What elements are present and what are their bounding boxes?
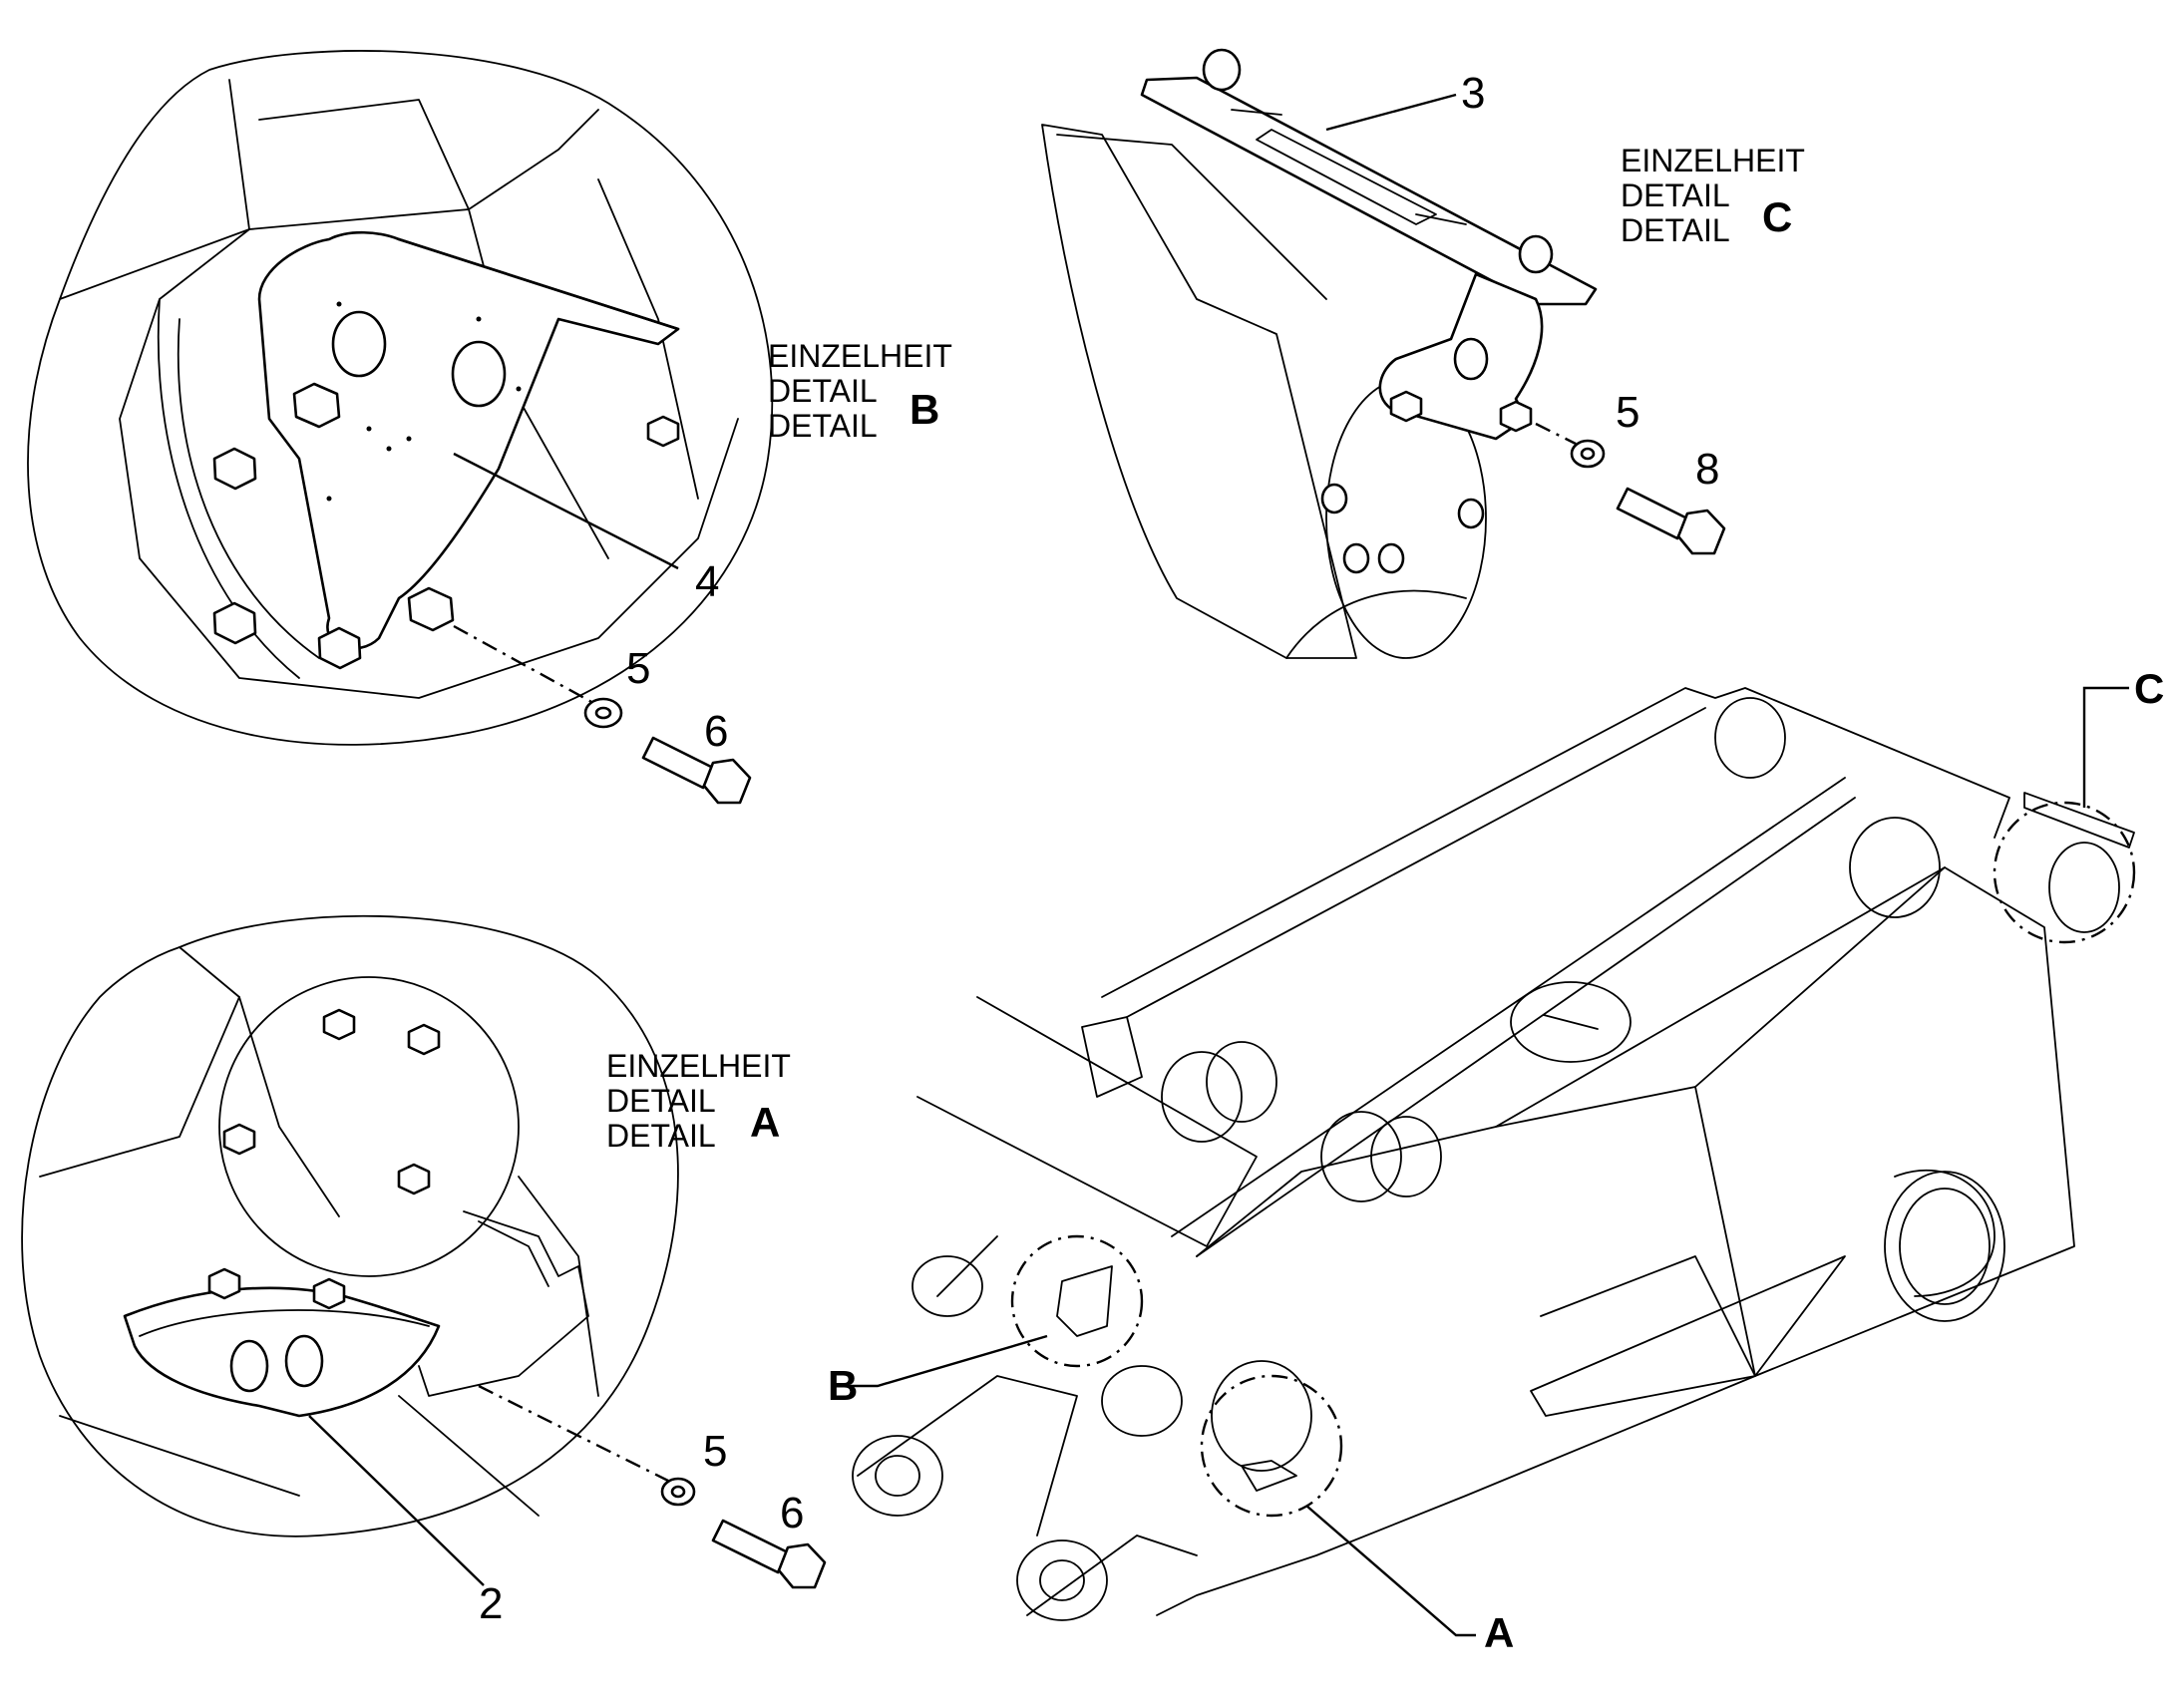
detail-b-letter: B bbox=[909, 386, 939, 433]
overview-callout-circle-b bbox=[1010, 1234, 1144, 1368]
detail-a-part-6: 6 bbox=[780, 1489, 804, 1537]
detail-b-detail-2: DETAIL bbox=[768, 408, 878, 444]
detail-c-detail-1: DETAIL bbox=[1621, 177, 1730, 213]
overview-callout-c: C bbox=[2134, 665, 2164, 712]
detail-b-part-4: 4 bbox=[695, 557, 719, 606]
detail-b-detail-1: DETAIL bbox=[768, 373, 878, 409]
detail-a-detail-1: DETAIL bbox=[606, 1083, 716, 1119]
overview-callout-circle-c bbox=[1993, 801, 2136, 944]
overview-callout-a: A bbox=[1484, 1609, 1514, 1656]
detail-c-letter: C bbox=[1762, 193, 1792, 240]
detail-a-detail-2: DETAIL bbox=[606, 1118, 716, 1154]
detail-b-part-6: 6 bbox=[704, 707, 728, 756]
detail-a-part-2: 2 bbox=[479, 1579, 503, 1628]
overview-boom bbox=[848, 686, 2136, 1637]
detail-c-detail-2: DETAIL bbox=[1621, 212, 1730, 248]
detail-a-view bbox=[21, 914, 827, 1589]
detail-a-part-5: 5 bbox=[703, 1427, 727, 1476]
detail-c-part-3: 3 bbox=[1461, 69, 1485, 118]
detail-b-part-5: 5 bbox=[626, 644, 650, 693]
overview-callout-b: B bbox=[828, 1362, 858, 1409]
detail-c-view bbox=[1041, 48, 1726, 659]
detail-c-part-5: 5 bbox=[1616, 388, 1639, 437]
detail-c-part-8: 8 bbox=[1695, 445, 1719, 494]
overview-callout-circle-a bbox=[1200, 1374, 1343, 1518]
detail-a-letter: A bbox=[750, 1099, 780, 1146]
detail-b-einzelheit: EINZELHEIT bbox=[768, 338, 952, 374]
detail-c-einzelheit: EINZELHEIT bbox=[1621, 143, 1805, 178]
detail-b-view bbox=[27, 50, 774, 805]
detail-a-einzelheit: EINZELHEIT bbox=[606, 1048, 791, 1084]
